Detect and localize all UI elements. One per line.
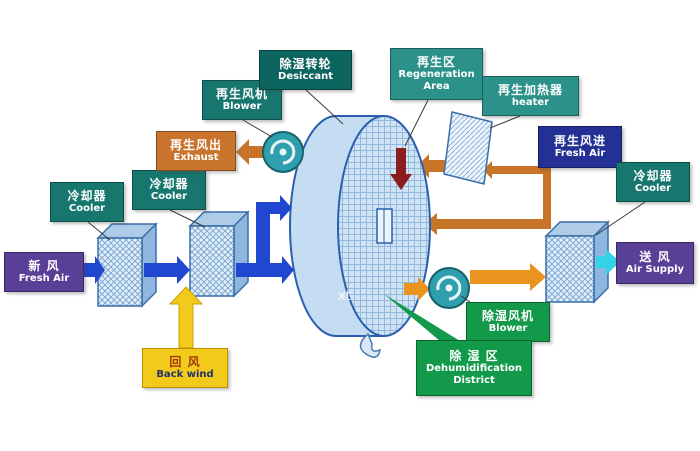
label-regen-area-en: Regeneration Area xyxy=(398,69,475,93)
label-back-wind: 回 风 Back wind xyxy=(142,348,228,388)
label-regen-area: 再生区 Regeneration Area xyxy=(390,48,483,100)
label-cooler-2-zh: 冷却器 xyxy=(149,176,189,191)
label-exhaust-zh: 再生风出 xyxy=(169,137,222,152)
label-air-supply-en: Air Supply xyxy=(625,264,685,276)
label-dehumid-blower: 除湿风机 Blower xyxy=(466,302,550,342)
label-cooler-2-en: Cooler xyxy=(150,191,188,203)
label-cooler-1-en: Cooler xyxy=(68,203,106,215)
label-regen-heater-en: heater xyxy=(511,97,550,109)
dehumid-blower-icon xyxy=(428,267,470,309)
cooler-3-box xyxy=(544,220,610,304)
hot-air-arrow xyxy=(390,148,412,190)
label-desiccant-wheel-zh: 除湿转轮 xyxy=(279,56,332,71)
label-cooler-1-zh: 冷却器 xyxy=(67,188,107,203)
process-air-arrows xyxy=(84,195,294,284)
label-dehumid-district: 除 湿 区 Dehumidification District xyxy=(416,340,532,396)
label-regen-fresh-air: 再生风进 Fresh Air xyxy=(538,126,622,168)
label-regen-area-zh: 再生区 xyxy=(416,54,456,69)
label-air-supply-zh: 送 风 xyxy=(639,249,671,264)
label-cooler-3-en: Cooler xyxy=(634,183,672,195)
label-desiccant-wheel-en: Desiccant xyxy=(278,71,333,83)
label-fresh-air-in-zh: 新 风 xyxy=(28,258,60,273)
label-dehumid-blower-zh: 除湿风机 xyxy=(481,308,534,323)
label-air-supply: 送 风 Air Supply xyxy=(616,242,694,284)
label-cooler-3-zh: 冷却器 xyxy=(633,168,673,183)
regen-exhaust-arrow xyxy=(236,139,263,165)
dehumid-zone-pointer xyxy=(384,294,460,341)
leader-lines xyxy=(87,89,646,303)
label-back-wind-en: Back wind xyxy=(156,369,214,381)
watermark-text: xt xyxy=(338,289,351,304)
label-dehumid-district-en: Dehumidification District xyxy=(425,363,523,387)
label-regen-heater-zh: 再生加热器 xyxy=(497,82,563,97)
label-exhaust-en: Exhaust xyxy=(173,152,219,164)
label-fresh-air-in: 新 风 Fresh Air xyxy=(4,252,84,292)
desiccant-wheel xyxy=(289,115,431,337)
label-desiccant-wheel: 除湿转轮 Desiccant xyxy=(259,50,352,90)
dehumid-air-arrows xyxy=(404,263,546,301)
label-regen-heater: 再生加热器 heater xyxy=(482,76,579,116)
label-cooler-2: 冷却器 Cooler xyxy=(132,170,206,210)
cooler-1-box xyxy=(96,222,158,308)
label-cooler-1: 冷却器 Cooler xyxy=(50,182,124,222)
label-dehumid-blower-en: Blower xyxy=(488,323,528,335)
label-exhaust: 再生风出 Exhaust xyxy=(156,131,236,171)
label-dehumid-district-zh: 除 湿 区 xyxy=(449,348,499,363)
return-air-arrow xyxy=(168,286,204,349)
heater-coil xyxy=(443,111,493,185)
label-cooler-3: 冷却器 Cooler xyxy=(616,162,690,202)
regen-blower-icon xyxy=(262,131,304,173)
label-regen-fresh-air-zh: 再生风进 xyxy=(553,133,606,148)
label-regen-blower-zh: 再生风机 xyxy=(215,86,268,101)
cooler-2-box xyxy=(188,210,250,298)
label-back-wind-zh: 回 风 xyxy=(169,354,201,369)
label-fresh-air-in-en: Fresh Air xyxy=(18,273,70,285)
label-regen-blower-en: Blower xyxy=(222,101,262,113)
label-regen-fresh-air-en: Fresh Air xyxy=(554,148,606,160)
page-curl-icon xyxy=(359,332,381,358)
supply-air-arrow xyxy=(596,249,620,275)
